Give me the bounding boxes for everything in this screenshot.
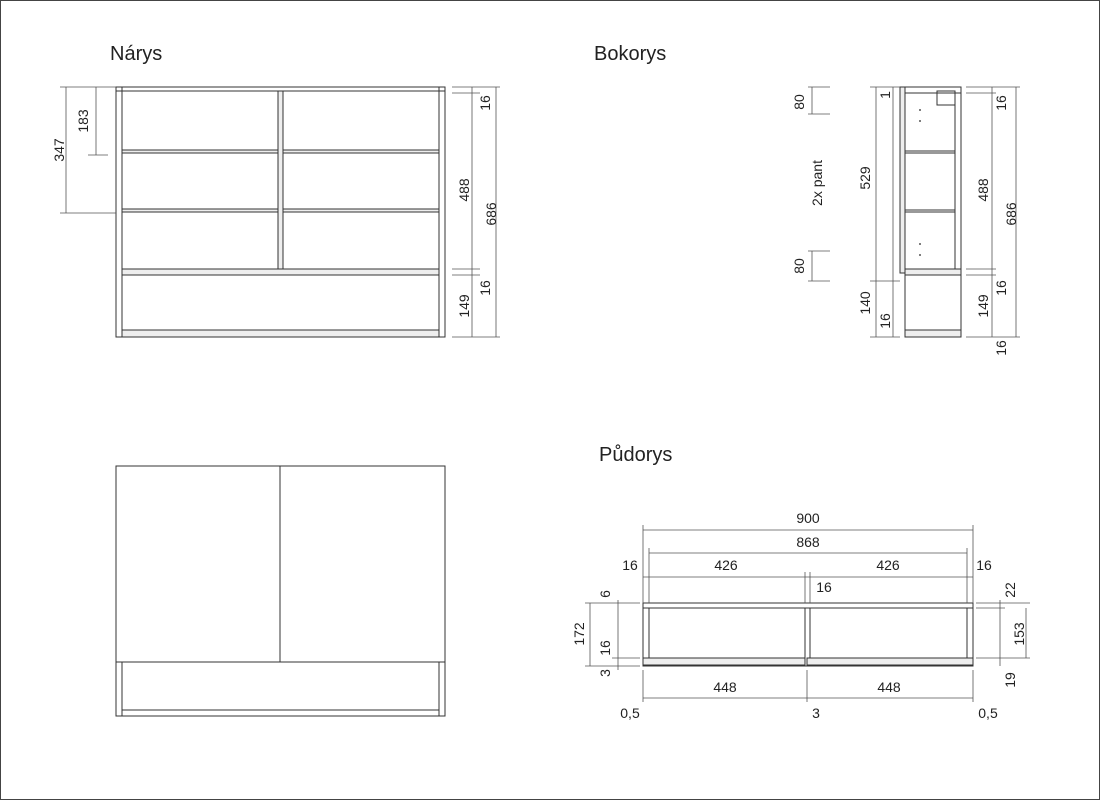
side-bottom-board (904, 329, 962, 338)
dim-plan-gap-left: 0,5 (620, 705, 640, 721)
front-shelf-left-2 (121, 208, 279, 213)
dim-side-hinge-bottom: 80 (791, 258, 807, 274)
dim-plan-3: 3 (597, 669, 613, 677)
front-divider (277, 90, 284, 270)
dim-side-16-base: 16 (877, 313, 893, 329)
front-shelf-right-1 (282, 149, 440, 154)
front-fixed-shelf (121, 268, 440, 276)
dim-plan-gap-mid: 3 (812, 705, 820, 721)
front-view: 347 183 16 488 686 16 149 (51, 86, 500, 338)
dim-plan-19: 19 (1002, 672, 1018, 688)
dim-front-16-shelf: 16 (477, 280, 493, 296)
dim-side-140: 140 (857, 291, 873, 315)
dim-front-149: 149 (456, 294, 472, 318)
dim-side-hinge-top: 80 (791, 94, 807, 110)
dim-plan-426-right: 426 (876, 557, 900, 573)
dim-plan-900: 900 (796, 510, 820, 526)
plan-view: 900 868 16 16 426 426 16 6 172 16 3 22 1… (571, 510, 1030, 721)
hinge-count-label: 2x pant (809, 160, 825, 206)
dim-plan-22: 22 (1002, 582, 1018, 598)
dim-side-149: 149 (975, 294, 991, 318)
hinge-dot (919, 254, 921, 256)
dim-plan-172: 172 (571, 622, 587, 646)
dim-plan-16-front: 16 (597, 640, 613, 656)
side-fixed-shelf (904, 268, 962, 276)
dim-front-347: 347 (51, 138, 67, 162)
dim-front-686: 686 (483, 202, 499, 226)
plan-cabinet-outline (642, 602, 974, 667)
hinge-dot (919, 243, 921, 245)
dim-plan-426-left: 426 (714, 557, 738, 573)
dim-plan-16-right: 16 (976, 557, 992, 573)
dim-front-488: 488 (456, 178, 472, 202)
dim-side-16-base: 16 (993, 340, 1009, 356)
front-bottom-board (121, 329, 440, 338)
plan-door-left (642, 657, 806, 666)
dim-front-16-top: 16 (477, 95, 493, 111)
side-view: 80 2x pant 80 529 140 16 1 16 488 686 16… (791, 86, 1020, 356)
front-closed-view (115, 465, 446, 717)
plan-view-title: Půdorys (599, 444, 672, 466)
dim-side-16-shelf: 16 (993, 280, 1009, 296)
hinge-dot (919, 120, 921, 122)
side-view-title: Bokorys (594, 43, 666, 65)
dim-plan-868: 868 (796, 534, 820, 550)
dim-plan-gap-right: 0,5 (978, 705, 998, 721)
hinge-dot (919, 109, 921, 111)
dim-plan-448-right: 448 (877, 679, 901, 695)
plan-door-right (806, 657, 974, 666)
dim-side-16-top: 16 (993, 95, 1009, 111)
front-view-title: Nárys (110, 43, 162, 65)
dim-side-488: 488 (975, 178, 991, 202)
front-shelf-right-2 (282, 208, 440, 213)
dim-plan-16-divider: 16 (816, 579, 832, 595)
dim-front-183: 183 (75, 109, 91, 133)
dim-plan-6: 6 (597, 590, 613, 598)
dim-side-529: 529 (857, 166, 873, 190)
dim-plan-153: 153 (1011, 622, 1027, 646)
dim-plan-448-left: 448 (713, 679, 737, 695)
dim-side-686: 686 (1003, 202, 1019, 226)
side-door-panel (899, 86, 906, 274)
front-shelf-left-1 (121, 149, 279, 154)
dim-side-1: 1 (877, 91, 893, 99)
dim-plan-16-left: 16 (622, 557, 638, 573)
